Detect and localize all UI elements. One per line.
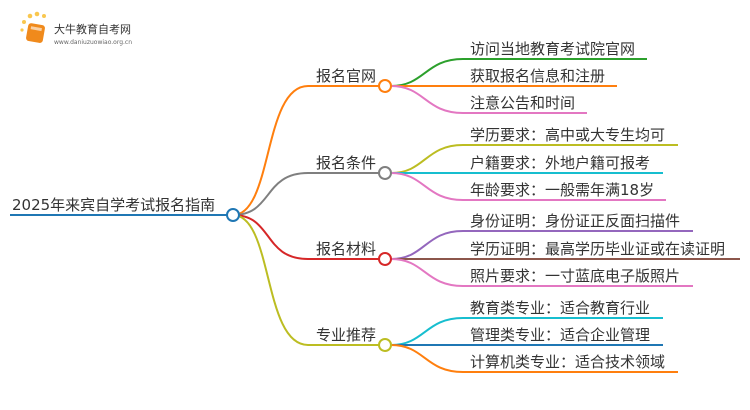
leaf-node[interactable]: 管理类专业：适合企业管理 [470,326,651,344]
branch-collapse-toggle [378,338,392,352]
root-node[interactable]: 2025年来宾自学考试报名指南 [12,196,216,214]
leaf-node[interactable]: 年龄要求：一般需年满18岁 [470,181,655,199]
branch-connector [232,172,379,216]
leaf-connector [390,230,693,260]
leaf-node[interactable]: 获取报名信息和注册 [470,67,606,85]
branch-node[interactable]: 报名官网 [316,67,377,85]
leaf-node[interactable]: 访问当地教育考试院官网 [470,40,636,58]
leaf-connector [390,172,666,201]
branch-node[interactable]: 报名条件 [316,154,377,172]
leaf-connector [390,85,587,114]
leaf-node[interactable]: 学历要求：高中或大专生均可 [470,126,666,144]
leaf-node[interactable]: 户籍要求：外地户籍可报考 [470,154,651,172]
leaf-connector [390,317,663,346]
branch-collapse-toggle [378,79,392,93]
leaf-node[interactable]: 照片要求：一寸蓝底电子版照片 [470,267,681,285]
branch-node[interactable]: 专业推荐 [316,326,377,344]
root-collapse-toggle [226,208,240,222]
branch-connector [232,214,379,260]
branch-connector [232,214,379,346]
leaf-node[interactable]: 计算机类专业：适合技术领域 [470,353,666,371]
branch-collapse-toggle [378,166,392,180]
logo-title: 大牛教育自考网 [54,23,131,36]
branch-collapse-toggle [378,252,392,266]
branch-node[interactable]: 报名材料 [316,240,377,258]
leaf-node[interactable]: 身份证明：身份证正反面扫描件 [470,212,681,230]
leaf-connector [390,258,693,287]
branch-connector [232,85,379,216]
leaf-connector [390,58,647,87]
book-logo-icon [20,11,46,43]
leaf-node[interactable]: 学历证明：最高学历毕业证或在读证明 [470,240,726,258]
leaf-connector [390,144,678,174]
leaf-connector [390,344,678,373]
leaf-node[interactable]: 注意公告和时间 [470,94,576,112]
logo-url: www.daniuzuowiao.org.cn [54,39,133,46]
leaf-node[interactable]: 教育类专业：适合教育行业 [470,299,651,317]
logo: 大牛教育自考网 www.daniuzuowiao.org.cn [18,8,188,48]
